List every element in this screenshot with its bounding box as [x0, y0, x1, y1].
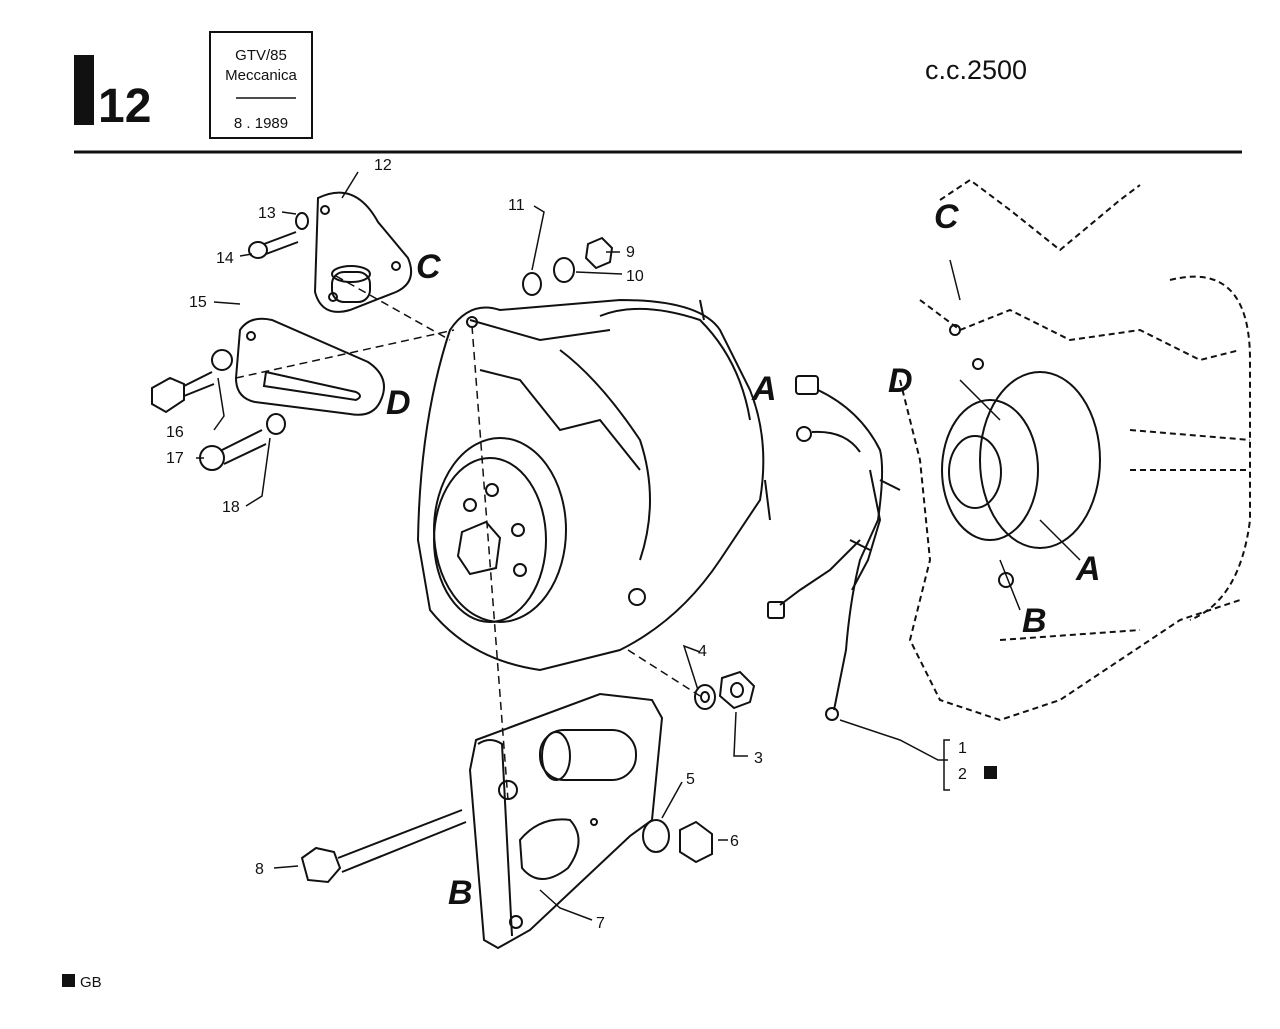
callout-8: 8 [255, 861, 264, 878]
callout-9: 9 [626, 244, 635, 261]
ref-letter-d-bracket: D [386, 384, 411, 422]
callout-13: 13 [258, 205, 276, 222]
lower-bracket-7 [468, 692, 664, 950]
washer-5 [642, 819, 670, 853]
ref-letter-b-engine: B [1022, 602, 1047, 640]
wiring-harness [767, 375, 901, 721]
callout-18: 18 [222, 499, 240, 516]
footer: GB [62, 974, 102, 991]
ref-letter-b-bracket: B [448, 874, 473, 912]
section-label: Meccanica [225, 67, 297, 84]
callout-2-marker [984, 766, 997, 779]
ref-letter-a-harness: A [751, 370, 777, 408]
callout-17: 17 [166, 450, 184, 467]
bolt-14 [248, 231, 299, 259]
language-label: GB [80, 974, 102, 991]
info-box [209, 31, 313, 139]
callout-15: 15 [189, 294, 207, 311]
nut-3 [718, 670, 756, 710]
ref-letter-c-engine: C [934, 198, 959, 236]
ref-letter-c-bracket: C [416, 248, 441, 286]
engine-label: c.c.2500 [925, 55, 1027, 85]
language-marker [62, 974, 75, 987]
bracket-plate-12 [313, 191, 412, 313]
callout-11: 11 [508, 197, 525, 214]
bolt-17 [199, 413, 286, 471]
leader-lines [196, 171, 1081, 921]
callout-4: 4 [698, 643, 707, 660]
washer-4 [694, 684, 716, 710]
callout-2: 2 [958, 766, 967, 783]
callout-numbers: 1 2 3 4 5 6 7 8 9 10 11 12 13 14 15 16 1… [166, 157, 997, 932]
callout-1: 1 [958, 740, 967, 757]
callout-14: 14 [216, 250, 234, 267]
callout-3: 3 [754, 750, 763, 767]
group-number: 12 [98, 80, 151, 133]
bolt-16 [151, 349, 233, 414]
callout-10: 10 [626, 268, 644, 285]
long-bolt-8 [300, 809, 467, 884]
callout-7: 7 [596, 915, 605, 932]
alternator-pulley [433, 437, 567, 623]
washer-13 [295, 212, 309, 230]
callout-6: 6 [730, 833, 739, 850]
mounted-alternator [941, 324, 1101, 588]
alternator [416, 298, 771, 672]
date-label: 8 . 1989 [234, 115, 288, 132]
fasteners-9-10-11 [522, 236, 614, 296]
model-label: GTV/85 [235, 47, 287, 64]
nut-6 [679, 820, 713, 864]
callout-16: 16 [166, 424, 184, 441]
callout-12: 12 [374, 157, 392, 174]
callout-5: 5 [686, 771, 695, 788]
group-letter-bar [74, 55, 94, 125]
reference-letters: C C D D A A B B [386, 198, 1101, 912]
header: 12 GTV/85 Meccanica 8 . 1989 c.c.2500 [74, 31, 1242, 154]
adjuster-bracket-15 [234, 317, 385, 416]
ref-letter-d-engine: D [888, 362, 913, 400]
engine-block-outline [899, 178, 1251, 722]
ref-letter-a-engine: A [1075, 550, 1101, 588]
